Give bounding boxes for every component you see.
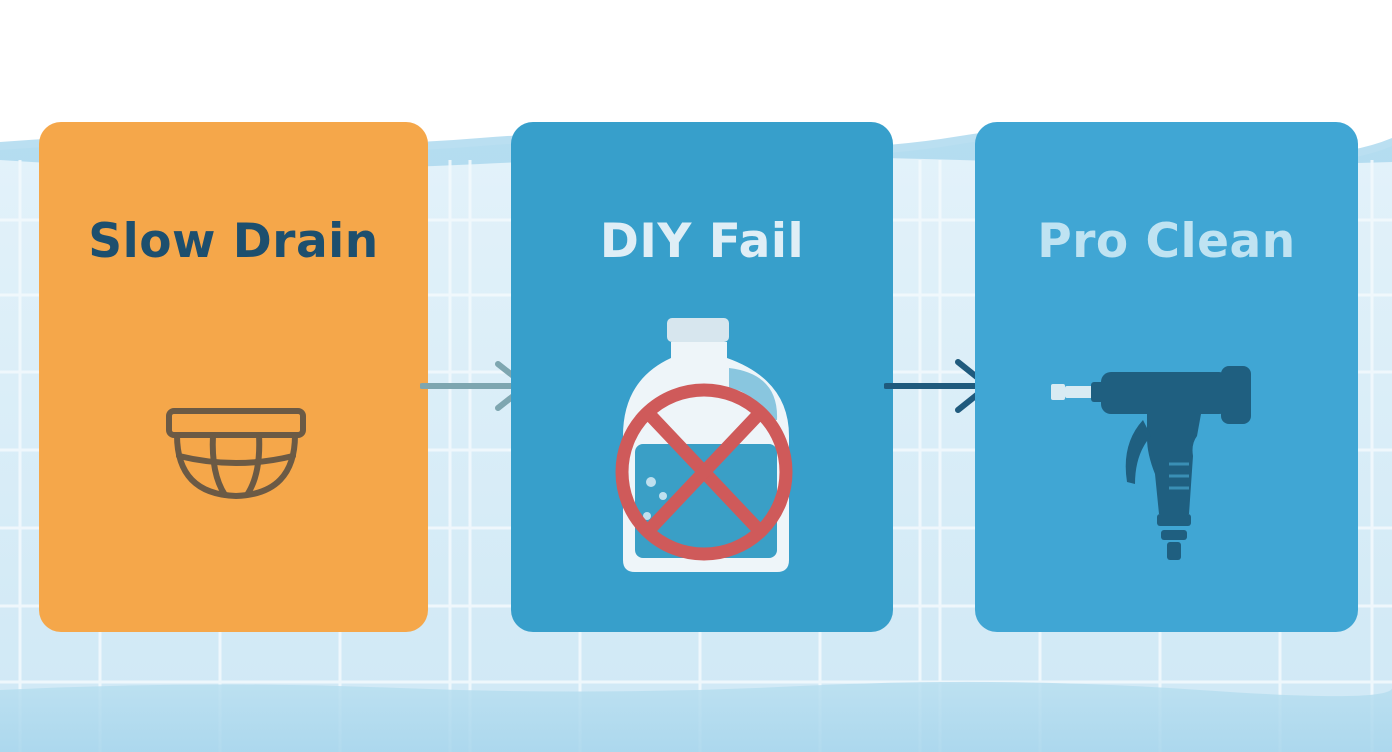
step-card-slow-drain: Slow Drain — [39, 122, 428, 632]
drain-basket-icon — [166, 408, 306, 499]
hydro-jet-gun-icon — [1051, 366, 1251, 560]
crossed-chemical-bottle-icon — [615, 318, 793, 572]
step-card-pro-clean: Pro Clean — [975, 122, 1358, 632]
step-title: Slow Drain — [88, 214, 379, 269]
step-title: DIY Fail — [599, 214, 805, 269]
step-card-diy-fail: DIY Fail — [511, 122, 893, 632]
step-title: Pro Clean — [1037, 214, 1296, 269]
